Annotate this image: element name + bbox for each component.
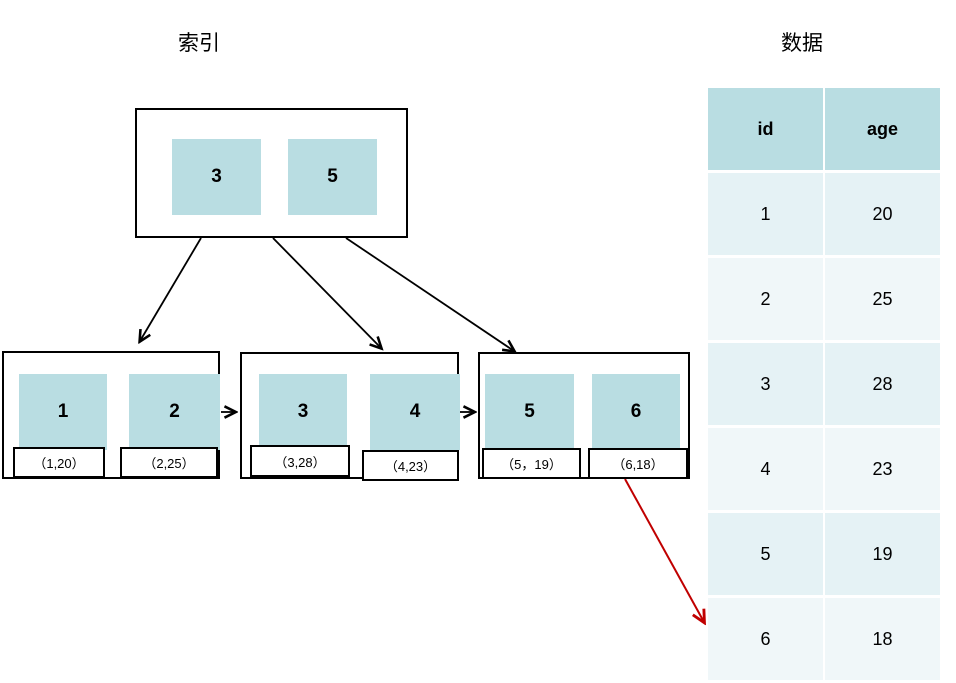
table-cell: 28 <box>825 343 940 425</box>
data-table: id age 1 20 2 25 3 28 4 23 5 19 6 18 <box>708 88 940 680</box>
leaf-key-cell: 6 <box>592 374 680 450</box>
root-key-cell: 3 <box>172 139 261 215</box>
tuple-box-1-20: （1,20） <box>13 447 105 478</box>
leaf-key-cell: 1 <box>19 374 107 450</box>
table-cell: 6 <box>708 598 823 680</box>
tuple-box-3-28: （3,28） <box>250 445 350 477</box>
table-header-age: age <box>825 88 940 170</box>
index-section-title: 索引 <box>178 31 220 55</box>
arrow-root-to-leaf2 <box>272 237 381 348</box>
root-key-cell: 5 <box>288 139 377 215</box>
tuple-box-6-18: （6,18） <box>588 448 688 479</box>
table-cell: 4 <box>708 428 823 510</box>
leaf-key-cell: 5 <box>485 374 574 450</box>
table-cell: 20 <box>825 173 940 255</box>
table-header-id: id <box>708 88 823 170</box>
data-section-title: 数据 <box>781 31 823 55</box>
btree-root-node: 3 5 <box>135 108 408 238</box>
table-cell: 2 <box>708 258 823 340</box>
leaf-key-cell: 3 <box>259 374 347 450</box>
arrow-root-to-leaf1 <box>140 237 202 341</box>
tuple-box-4-23: （4,23） <box>362 450 459 481</box>
table-cell: 1 <box>708 173 823 255</box>
tuple-box-2-25: （2,25） <box>120 447 218 478</box>
tuple-box-5-19: （5，19） <box>482 448 581 479</box>
table-cell: 19 <box>825 513 940 595</box>
table-cell: 3 <box>708 343 823 425</box>
arrow-tuple6-to-data-row6 <box>624 478 704 622</box>
table-cell: 5 <box>708 513 823 595</box>
table-cell: 18 <box>825 598 940 680</box>
table-cell: 25 <box>825 258 940 340</box>
leaf-key-cell: 2 <box>129 374 220 450</box>
table-cell: 23 <box>825 428 940 510</box>
arrow-root-to-leaf3 <box>345 237 514 351</box>
leaf-key-cell: 4 <box>370 374 460 450</box>
